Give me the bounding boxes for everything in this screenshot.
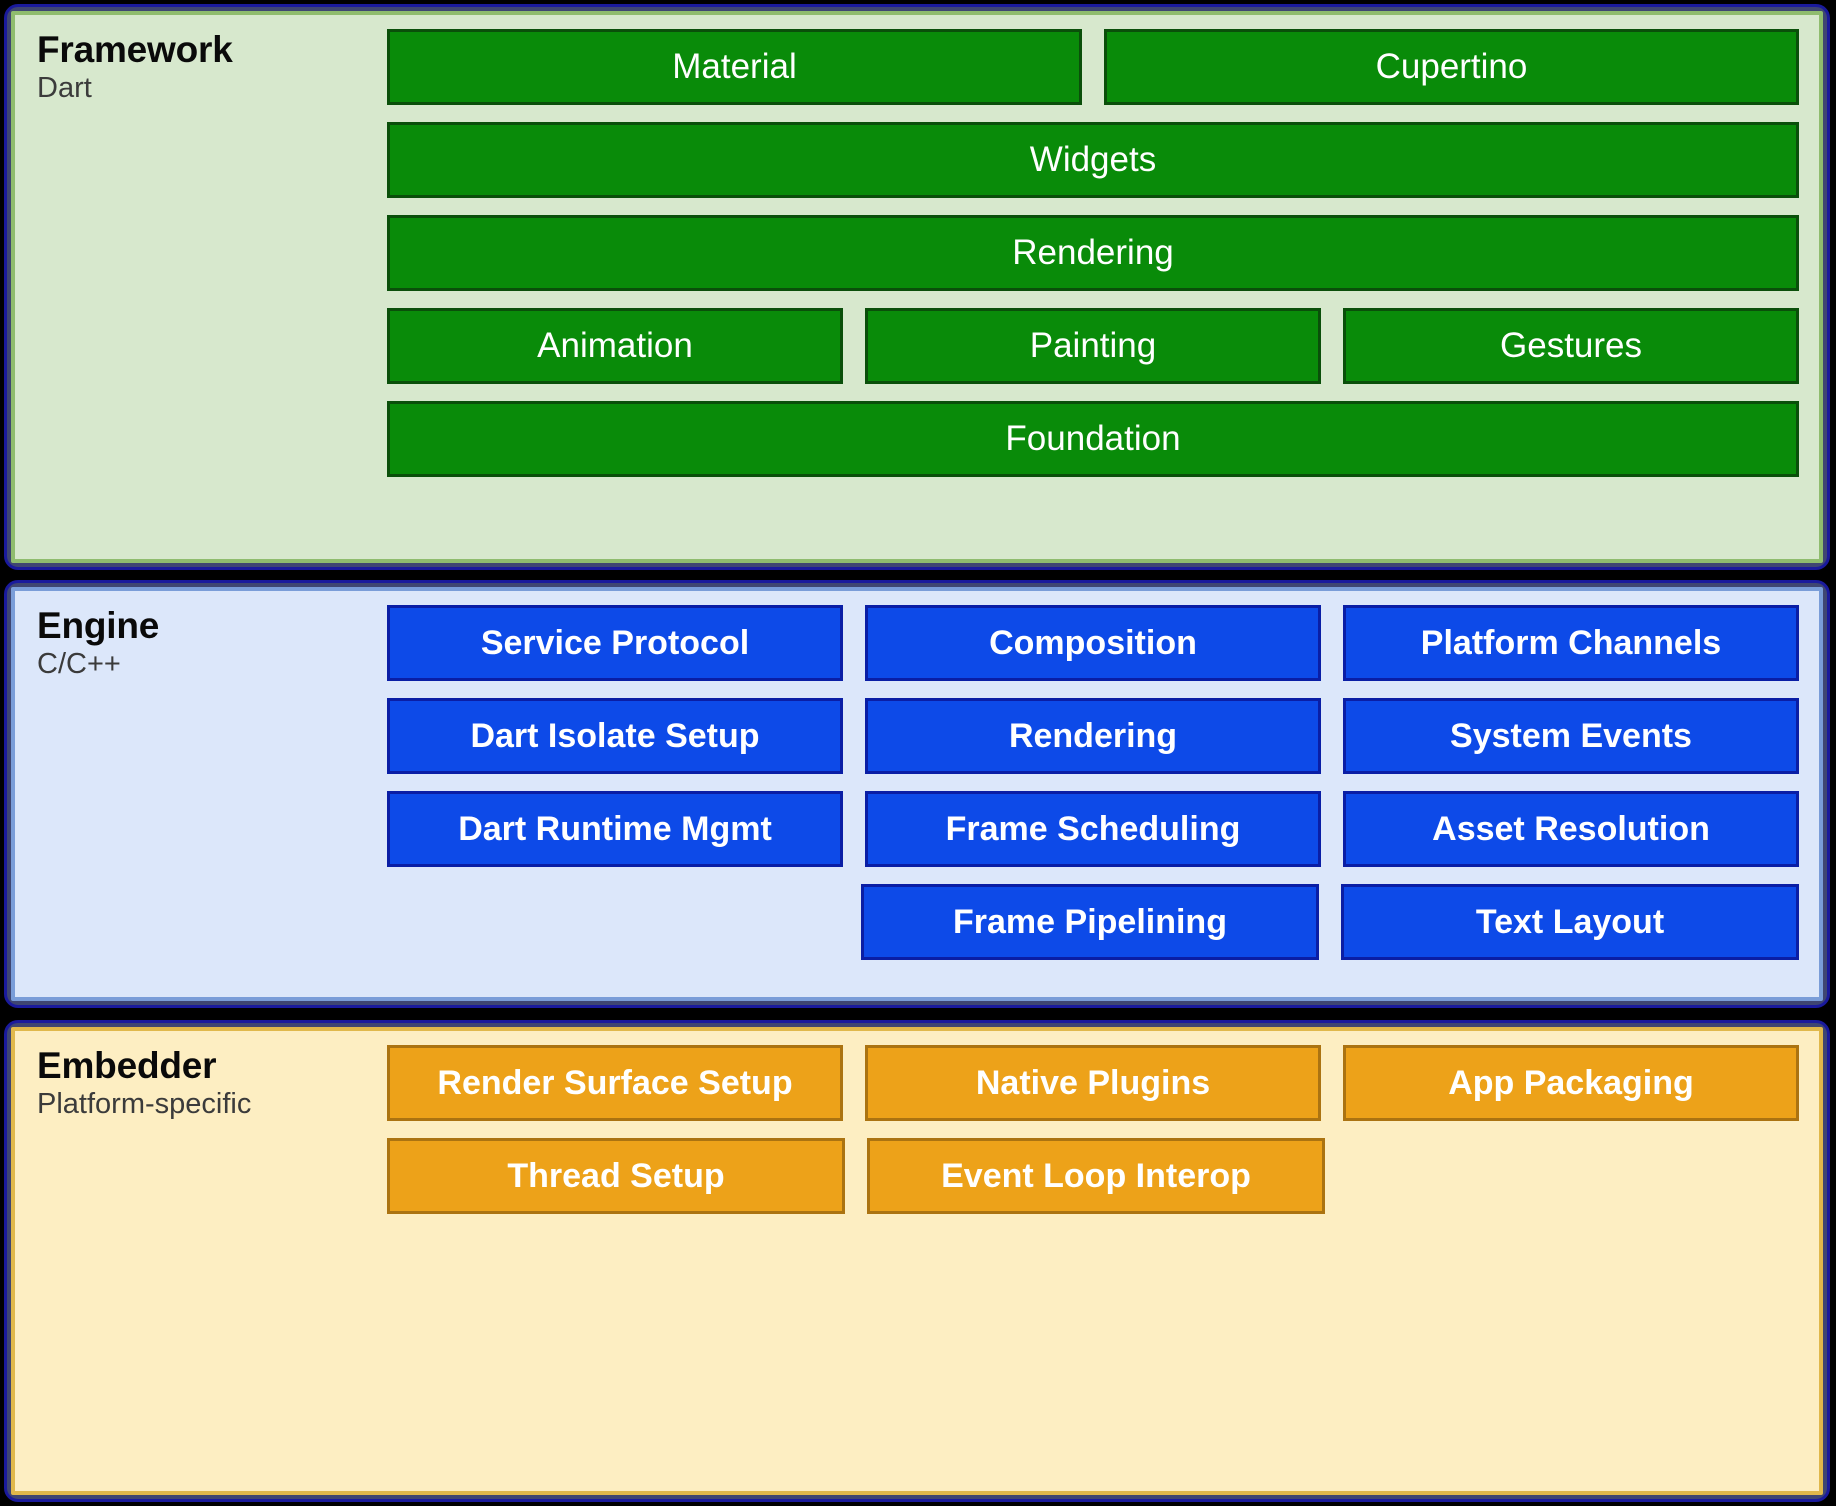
embedder-layer-panel: Embedder Platform-specific Render Surfac… — [11, 1027, 1823, 1495]
embedder-layer-header: Embedder Platform-specific — [15, 1031, 387, 1491]
engine-empty-slot — [387, 884, 839, 960]
framework-box-animation[interactable]: Animation — [387, 308, 843, 384]
framework-layer-header: Framework Dart — [15, 15, 387, 559]
engine-box-service-protocol[interactable]: Service Protocol — [387, 605, 843, 681]
framework-row-3: Rendering — [387, 215, 1799, 291]
engine-box-dart-isolate-setup[interactable]: Dart Isolate Setup — [387, 698, 843, 774]
engine-box-asset-resolution[interactable]: Asset Resolution — [1343, 791, 1799, 867]
embedder-layer-card: Embedder Platform-specific Render Surfac… — [4, 1020, 1830, 1502]
engine-box-composition[interactable]: Composition — [865, 605, 1321, 681]
framework-box-widgets[interactable]: Widgets — [387, 122, 1799, 198]
framework-row-1: Material Cupertino — [387, 29, 1799, 105]
engine-row-3: Dart Runtime Mgmt Frame Scheduling Asset… — [387, 791, 1799, 867]
embedder-row-1: Render Surface Setup Native Plugins App … — [387, 1045, 1799, 1121]
framework-box-gestures[interactable]: Gestures — [1343, 308, 1799, 384]
embedder-row-2: Thread Setup Event Loop Interop — [387, 1138, 1799, 1214]
engine-layer-panel: Engine C/C++ Service Protocol Compositio… — [11, 587, 1823, 1001]
embedder-box-native-plugins[interactable]: Native Plugins — [865, 1045, 1321, 1121]
engine-layer-title: Engine — [37, 605, 160, 646]
embedder-box-thread-setup[interactable]: Thread Setup — [387, 1138, 845, 1214]
framework-row-4: Animation Painting Gestures — [387, 308, 1799, 384]
engine-row-1: Service Protocol Composition Platform Ch… — [387, 605, 1799, 681]
embedder-layer-title: Embedder — [37, 1045, 217, 1086]
framework-row-5: Foundation — [387, 401, 1799, 477]
framework-layer-subtitle: Dart — [37, 72, 92, 105]
engine-layer-subtitle: C/C++ — [37, 648, 121, 681]
engine-box-text-layout[interactable]: Text Layout — [1341, 884, 1799, 960]
framework-layer-body: Material Cupertino Widgets Rendering Ani… — [387, 15, 1819, 559]
engine-layer-card: Engine C/C++ Service Protocol Compositio… — [4, 580, 1830, 1008]
framework-box-material[interactable]: Material — [387, 29, 1082, 105]
engine-row-2: Dart Isolate Setup Rendering System Even… — [387, 698, 1799, 774]
engine-box-platform-channels[interactable]: Platform Channels — [1343, 605, 1799, 681]
engine-box-frame-pipelining[interactable]: Frame Pipelining — [861, 884, 1319, 960]
engine-box-system-events[interactable]: System Events — [1343, 698, 1799, 774]
framework-layer-panel: Framework Dart Material Cupertino Widget… — [11, 11, 1823, 563]
framework-box-cupertino[interactable]: Cupertino — [1104, 29, 1799, 105]
engine-box-rendering[interactable]: Rendering — [865, 698, 1321, 774]
engine-layer-header: Engine C/C++ — [15, 591, 387, 997]
framework-row-2: Widgets — [387, 122, 1799, 198]
framework-box-rendering[interactable]: Rendering — [387, 215, 1799, 291]
embedder-empty-slot — [1347, 1138, 1799, 1214]
embedder-layer-body: Render Surface Setup Native Plugins App … — [387, 1031, 1819, 1491]
framework-box-foundation[interactable]: Foundation — [387, 401, 1799, 477]
framework-layer-title: Framework — [37, 29, 233, 70]
embedder-box-render-surface-setup[interactable]: Render Surface Setup — [387, 1045, 843, 1121]
framework-box-painting[interactable]: Painting — [865, 308, 1321, 384]
embedder-layer-subtitle: Platform-specific — [37, 1088, 252, 1121]
engine-box-dart-runtime-mgmt[interactable]: Dart Runtime Mgmt — [387, 791, 843, 867]
engine-layer-body: Service Protocol Composition Platform Ch… — [387, 591, 1819, 997]
framework-layer-card: Framework Dart Material Cupertino Widget… — [4, 4, 1830, 570]
engine-row-4: Frame Pipelining Text Layout — [387, 884, 1799, 960]
embedder-box-app-packaging[interactable]: App Packaging — [1343, 1045, 1799, 1121]
engine-box-frame-scheduling[interactable]: Frame Scheduling — [865, 791, 1321, 867]
embedder-box-event-loop-interop[interactable]: Event Loop Interop — [867, 1138, 1325, 1214]
